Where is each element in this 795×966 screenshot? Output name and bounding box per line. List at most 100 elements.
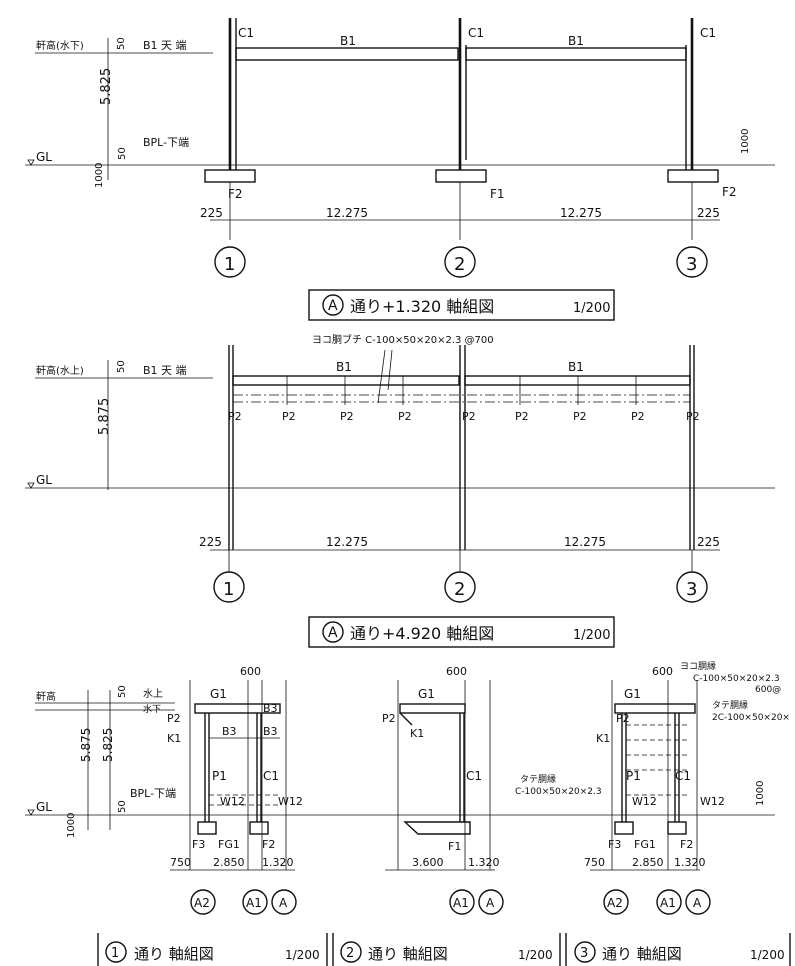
height-a: 5.875	[79, 728, 93, 762]
label-p1: P1	[626, 769, 641, 783]
elevation-axis-2: 600 G1 P2 K1 C1 F1 タテ胴縁 C-100×50×20×2.3 …	[382, 665, 602, 915]
axis-bubble-1: 1	[224, 254, 235, 275]
post-label-6: P2	[515, 410, 529, 423]
span-dim-1: 225	[199, 535, 222, 549]
water-up-label: 水上	[143, 688, 163, 700]
post-label-4: P2	[398, 410, 412, 423]
label-b3-a: B3	[263, 702, 278, 715]
post-label-2: P2	[282, 410, 296, 423]
span-1320: 1.320	[262, 856, 294, 869]
elevation-a-4920: 軒高(水上) 50 B1 天 端 5.875 GL ヨコ胴ブチ C-100×50…	[25, 333, 775, 648]
bottom-title-scale-3: 1/200	[750, 948, 785, 962]
post-label-3: P2	[340, 410, 354, 423]
dim-50-top: 50	[116, 360, 127, 373]
span-1320: 1.320	[674, 856, 706, 869]
label-g1: G1	[624, 687, 641, 701]
label-p2: P2	[382, 712, 396, 725]
span-dim-3: 12.275	[560, 206, 602, 220]
title-scale: 1/200	[573, 301, 610, 316]
height-label: 5.875	[97, 398, 112, 435]
bottom-title-scale-2: 1/200	[518, 948, 553, 962]
footing-label-3: F2	[722, 185, 737, 199]
label-k1: K1	[167, 732, 181, 745]
dim-600: 600	[240, 665, 261, 678]
axis-bubble-2: 2	[454, 579, 465, 600]
axis-a: A	[693, 896, 702, 910]
label-w12-b: W12	[700, 795, 725, 808]
label-c1: C1	[675, 769, 691, 783]
label-g1: G1	[418, 687, 435, 701]
dim-600: 600	[446, 665, 467, 678]
span-3600: 3.600	[412, 856, 444, 869]
axis-bubble-2: 2	[454, 254, 465, 275]
title-text: 通り+4.920 軸組図	[350, 624, 494, 643]
span-dim-4: 225	[697, 535, 720, 549]
elevation-a-1320: 軒高(水下) 50 B1 天 端 5.825 BPL-下端 50 GL 1000…	[25, 18, 775, 321]
beam-label-1: B1	[340, 34, 356, 48]
label-c1: C1	[466, 769, 482, 783]
height-label: 5.825	[99, 68, 114, 105]
span-dim-1: 225	[200, 206, 223, 220]
axis-bubble-3: 3	[686, 254, 697, 275]
label-g1: G1	[210, 687, 227, 701]
post-label-5: P2	[462, 410, 476, 423]
bottom-title-scale-1: 1/200	[285, 948, 320, 962]
eave-label: 軒高(水上)	[36, 364, 84, 377]
post-label-7: P2	[573, 410, 587, 423]
label-fg1: FG1	[634, 838, 656, 851]
label-p2: P2	[167, 712, 181, 725]
label-b3-c: B3	[263, 725, 278, 738]
axis-a: A	[279, 896, 288, 910]
bottom-title-axis-3: 3	[580, 946, 588, 961]
note-b: C-100×50×20×2.3	[515, 787, 602, 797]
bottom-title-axis-1: 1	[111, 946, 119, 961]
label-fg1: FG1	[218, 838, 240, 851]
axis-a2: A2	[194, 896, 210, 910]
label-k1: K1	[410, 727, 424, 740]
bottom-title-text-2: 通り 軸組図	[368, 945, 448, 963]
label-f2: F2	[680, 838, 693, 851]
span-750: 750	[584, 856, 605, 869]
post-label-8: P2	[631, 410, 645, 423]
title-text: 通り+1.320 軸組図	[350, 297, 494, 316]
title-scale: 1/200	[573, 628, 610, 643]
water-down-label: 水下	[143, 703, 161, 715]
height-b: 5.825	[101, 728, 115, 762]
dim-1000-right: 1000	[740, 129, 751, 154]
eave-label: 軒高(水下)	[36, 39, 84, 52]
bottom-elevations: 軒高 50 水上 水下 5.875 5.825 BPL-下端 50 GL 100…	[25, 660, 791, 966]
label-p2: P2	[616, 712, 630, 725]
column-label-1: C1	[238, 26, 254, 40]
label-b3-b: B3	[222, 725, 237, 738]
title-axis: A	[328, 298, 338, 314]
label-f1: F1	[448, 840, 461, 853]
post-label-9: P2	[686, 410, 700, 423]
gl-label: GL	[36, 473, 52, 487]
dim-50-bpl: 50	[117, 800, 128, 813]
column-label-2: C1	[468, 26, 484, 40]
axis-a1: A1	[453, 896, 469, 910]
dim-1000-right: 1000	[755, 781, 766, 806]
label-p1: P1	[212, 769, 227, 783]
bottom-title-axis-2: 2	[346, 946, 354, 961]
axis-bubble-1: 1	[223, 579, 234, 600]
span-dim-4: 225	[697, 206, 720, 220]
label-k1: K1	[596, 732, 610, 745]
span-dim-2: 12.275	[326, 206, 368, 220]
dim-600: 600	[652, 665, 673, 678]
beam-label-2: B1	[568, 34, 584, 48]
dim-1000: 1000	[66, 813, 77, 838]
eave-label: 軒高	[36, 690, 56, 703]
label-f2: F2	[262, 838, 275, 851]
bottom-titles: 1 通り 軸組図 1/200 2 通り 軸組図 1/200 3 通り 軸組図 1…	[97, 933, 791, 966]
span-1320: 1.320	[468, 856, 500, 869]
b1-top-label: B1 天 端	[143, 364, 187, 377]
span-750: 750	[170, 856, 191, 869]
beam-label-2: B1	[568, 360, 584, 374]
title-axis: A	[328, 625, 338, 641]
bpl-label: BPL-下端	[130, 787, 176, 800]
b1-top-label: B1 天 端	[143, 39, 187, 52]
note-v1: タテ胴縁	[712, 699, 748, 711]
label-w12-a: W12	[220, 795, 245, 808]
